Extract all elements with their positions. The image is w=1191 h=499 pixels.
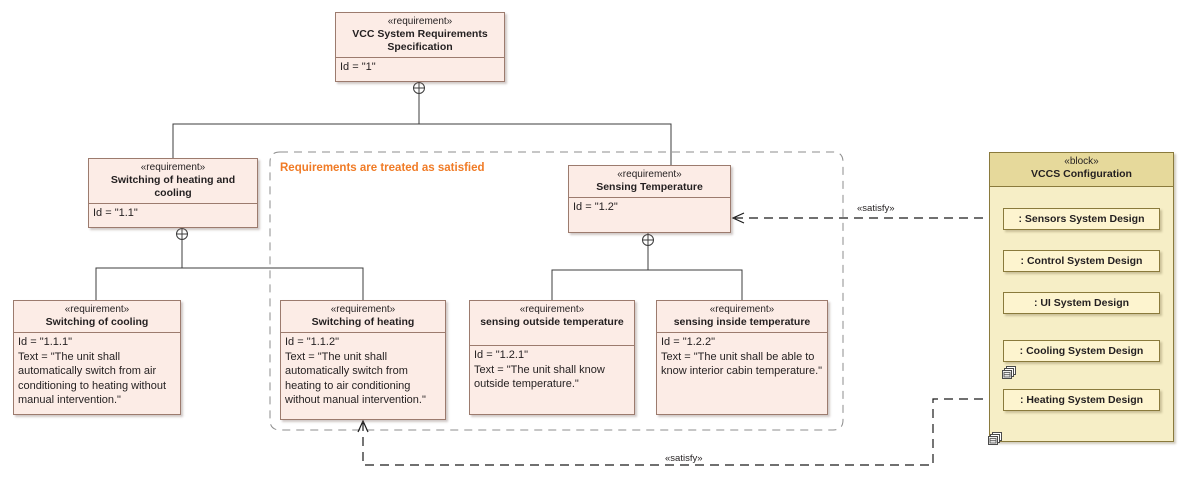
nested-elements-icon[interactable] <box>1002 366 1017 380</box>
requirement-header: «requirement» Switching of heating <box>281 301 445 333</box>
requirement-box-switching-of-cooling[interactable]: «requirement» Switching of cooling Id = … <box>13 300 181 415</box>
tree-12-to-children <box>551 269 743 300</box>
requirement-name: sensing inside temperature <box>673 316 811 328</box>
requirement-name: Switching of heating <box>311 316 415 328</box>
requirement-box-switching-of-heating-and-cooling[interactable]: «requirement» Switching of heating and c… <box>88 158 258 228</box>
requirement-body: Id = "1.1" <box>93 207 138 219</box>
requirement-box-switching-of-heating[interactable]: «requirement» Switching of heating Id = … <box>280 300 446 420</box>
requirement-stereotype: «requirement» <box>140 162 206 173</box>
satisfy-arrowhead-top <box>731 212 745 224</box>
satisfy-arrowhead-bottom <box>357 419 369 433</box>
requirement-name: sensing outside temperature <box>480 316 624 328</box>
requirement-body: Id = "1.1.2" Text = "The unit shall auto… <box>285 336 426 406</box>
tree-11-to-children <box>95 267 364 300</box>
requirement-header: «requirement» Sensing Temperature <box>569 166 730 198</box>
block-stereotype: «block» <box>1064 156 1099 167</box>
requirement-name: Sensing Temperature <box>596 181 703 193</box>
requirement-box-vcc-system-requirements-specification[interactable]: «requirement» VCC System Requirements Sp… <box>335 12 505 82</box>
requirement-stereotype: «requirement» <box>617 169 682 180</box>
block-name: VCCS Configuration <box>1031 168 1132 180</box>
containment-crosshair-11 <box>176 228 188 268</box>
requirement-box-sensing-outside-temperature[interactable]: «requirement» sensing outside temperatur… <box>469 300 635 415</box>
part-sensors-system-design[interactable]: : Sensors System Design <box>1003 208 1160 230</box>
satisfy-label-bottom: «satisfy» <box>663 453 705 464</box>
requirement-name: Switching of cooling <box>45 316 149 328</box>
requirement-box-sensing-temperature[interactable]: «requirement» Sensing Temperature Id = "… <box>568 165 731 233</box>
block-header: «block» VCCS Configuration <box>990 153 1173 187</box>
requirement-body: Id = "1.2" <box>573 201 618 213</box>
requirement-body: Id = "1.2.2" Text = "The unit shall be a… <box>661 336 823 377</box>
requirement-name: Switching of heating and cooling <box>110 174 236 199</box>
requirement-box-sensing-inside-temperature[interactable]: «requirement» sensing inside temperature… <box>656 300 828 415</box>
satisfy-label-top: «satisfy» <box>855 203 897 214</box>
part-ui-system-design[interactable]: : UI System Design <box>1003 292 1160 314</box>
requirement-header: «requirement» Switching of heating and c… <box>89 159 257 204</box>
part-heating-system-design[interactable]: : Heating System Design <box>1003 389 1160 411</box>
requirement-header: «requirement» sensing outside temperatur… <box>470 301 634 346</box>
requirement-body: Id = "1.1.1" Text = "The unit shall auto… <box>18 336 166 406</box>
requirement-stereotype: «requirement» <box>387 16 453 27</box>
part-cooling-system-design[interactable]: : Cooling System Design <box>1003 340 1160 362</box>
requirement-header: «requirement» VCC System Requirements Sp… <box>336 13 504 58</box>
part-control-system-design[interactable]: : Control System Design <box>1003 250 1160 272</box>
requirement-stereotype: «requirement» <box>709 304 775 315</box>
requirement-header: «requirement» Switching of cooling <box>14 301 180 333</box>
requirement-stereotype: «requirement» <box>519 304 585 315</box>
satisfied-note-label: Requirements are treated as satisfied <box>280 162 485 174</box>
requirement-header: «requirement» sensing inside temperature <box>657 301 827 333</box>
requirement-body: Id = "1.2.1" Text = "The unit shall know… <box>474 349 605 390</box>
requirement-stereotype: «requirement» <box>64 304 130 315</box>
containment-crosshair-12 <box>642 233 654 270</box>
containment-crosshair-root <box>413 82 425 124</box>
nested-elements-icon-block[interactable] <box>988 432 1003 446</box>
requirement-stereotype: «requirement» <box>330 304 396 315</box>
requirement-body: Id = "1" <box>340 61 376 73</box>
requirement-name: VCC System Requirements Specification <box>352 28 488 53</box>
